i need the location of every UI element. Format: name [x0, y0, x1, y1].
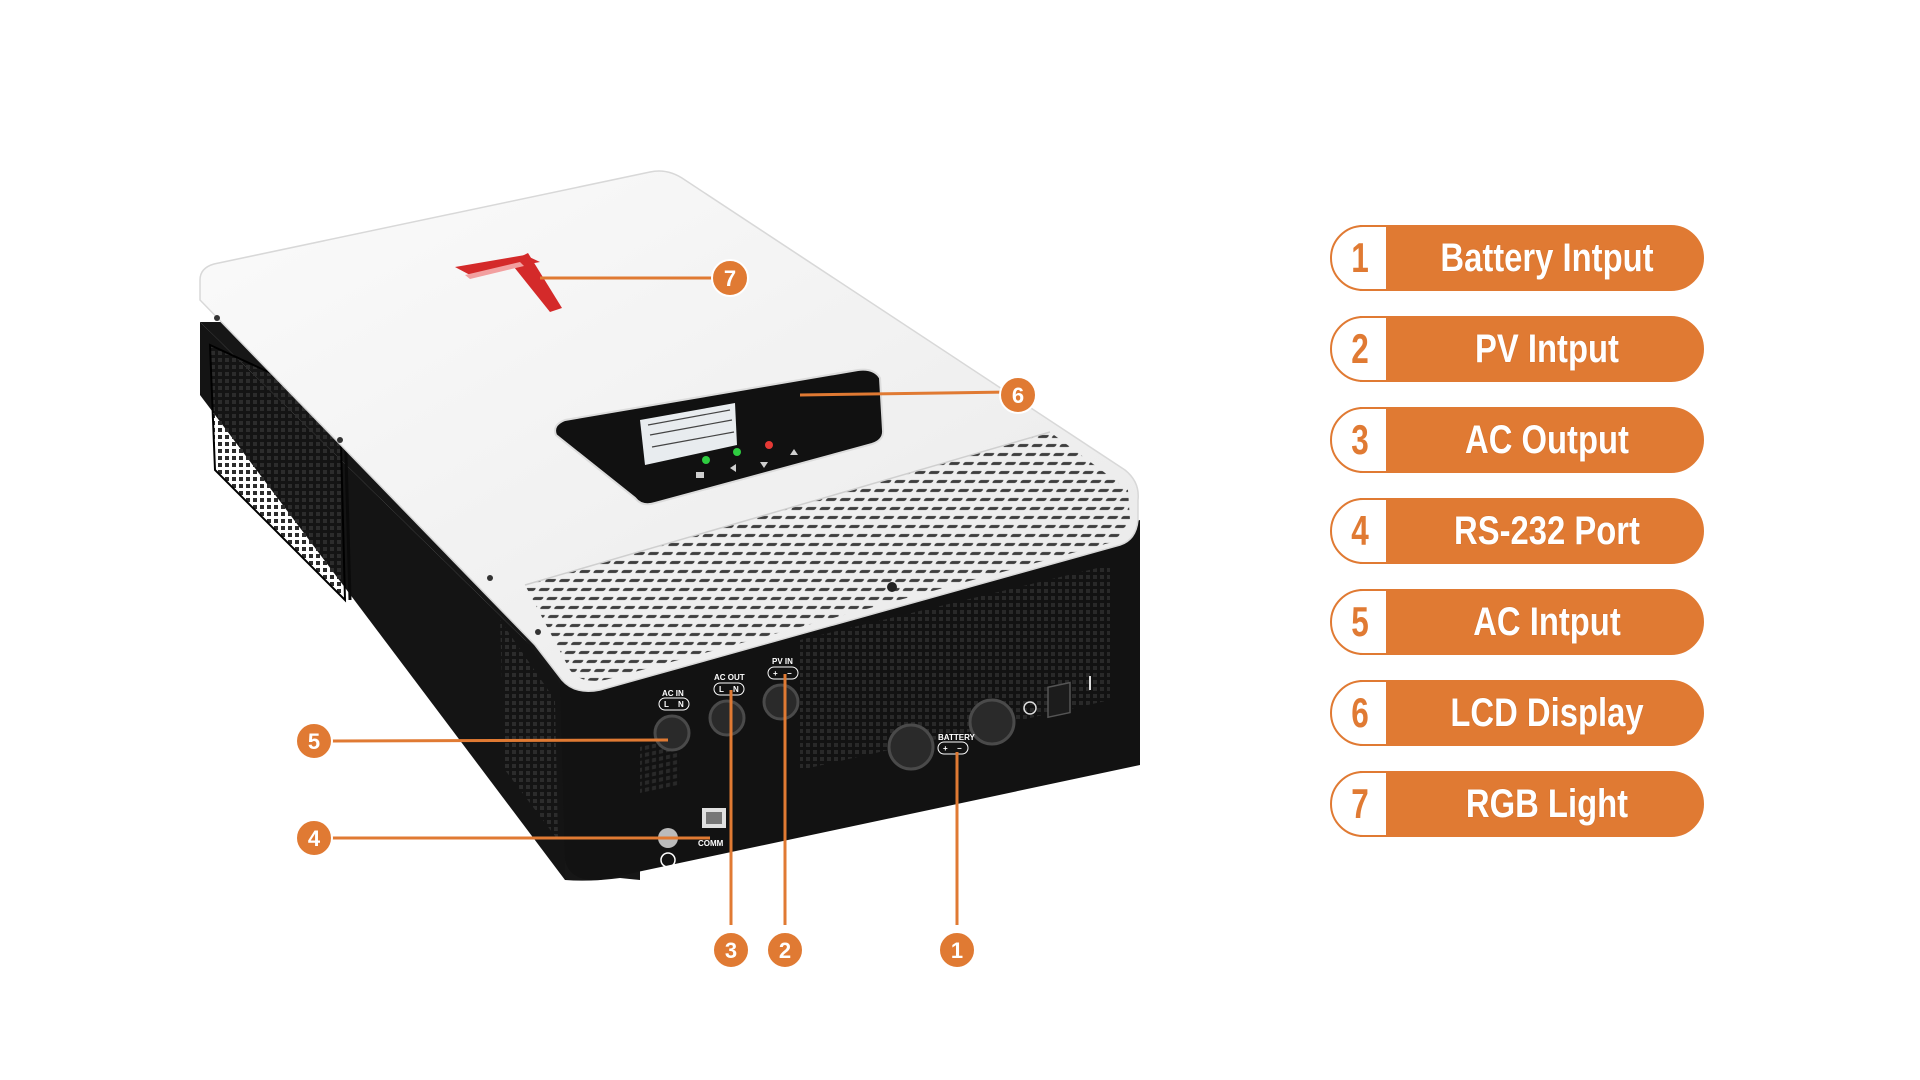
legend-number: 1 [1351, 234, 1369, 281]
legend-number: 2 [1351, 325, 1369, 372]
svg-text:N: N [678, 700, 684, 709]
svg-text:−: − [787, 669, 792, 678]
svg-text:PV IN: PV IN [772, 657, 793, 666]
lcd-display [554, 368, 885, 506]
legend-label: AC Intput [1473, 600, 1621, 644]
legend-item-rgb-light: 7 RGB Light [1330, 771, 1710, 841]
callout-marker-7: 7 [711, 259, 749, 297]
led-green-1 [702, 456, 710, 464]
led-green-2 [733, 448, 741, 456]
svg-text:7: 7 [724, 266, 736, 291]
pv-in-port: PV IN + − [762, 657, 800, 721]
callout-marker-6: 6 [999, 376, 1037, 414]
legend-item-pv-input: 2 PV Intput [1330, 316, 1710, 386]
legend-number: 5 [1351, 598, 1369, 645]
svg-text:6: 6 [1012, 383, 1024, 408]
callouts [331, 276, 1011, 925]
legend-number: 7 [1351, 780, 1369, 827]
legend-label: RGB Light [1465, 782, 1629, 826]
legend-item-battery-input: 1 Battery Intput [1330, 225, 1710, 295]
svg-text:COMM: COMM [698, 839, 724, 848]
legend-item-ac-output: 3 AC Output [1330, 407, 1710, 477]
legend-item-rs232-port: 4 RS-232 Port [1330, 498, 1710, 568]
callout-marker-1: 1 [938, 931, 976, 969]
svg-text:3: 3 [725, 938, 737, 963]
svg-text:N: N [733, 685, 739, 694]
legend-label: PV Intput [1475, 327, 1619, 371]
legend: 1 Battery Intput 2 PV Intput 3 AC Output… [1330, 225, 1710, 862]
rgb-logo [455, 253, 562, 312]
svg-text:BATTERY: BATTERY [938, 733, 976, 742]
legend-item-lcd-display: 6 LCD Display [1330, 680, 1710, 750]
svg-text:+: + [943, 744, 948, 753]
callout-marker-2: 2 [766, 931, 804, 969]
svg-text:+: + [773, 669, 778, 678]
svg-text:AC OUT: AC OUT [714, 673, 745, 682]
ac-out-port: AC OUT L N [708, 673, 746, 737]
top-vent-grille [525, 432, 1130, 681]
power-switch [1023, 676, 1091, 719]
svg-text:L: L [719, 685, 724, 694]
led-red [765, 441, 773, 449]
callout-marker-3: 3 [712, 931, 750, 969]
legend-item-ac-input: 5 AC Intput [1330, 589, 1710, 659]
battery-port: BATTERY + − [887, 698, 1016, 771]
callout-marker-4: 4 [295, 819, 333, 857]
legend-label: Battery Intput [1440, 236, 1654, 280]
svg-text:L: L [664, 700, 669, 709]
svg-text:1: 1 [951, 938, 963, 963]
svg-text:5: 5 [308, 729, 320, 754]
svg-text:−: − [957, 744, 962, 753]
legend-label: LCD Display [1450, 691, 1644, 735]
svg-text:AC IN: AC IN [662, 689, 684, 698]
svg-text:4: 4 [308, 826, 321, 851]
legend-number: 6 [1351, 689, 1369, 736]
legend-label: AC Output [1465, 418, 1629, 462]
legend-label: RS-232 Port [1454, 509, 1640, 553]
legend-number: 3 [1351, 416, 1369, 463]
callout-marker-5: 5 [295, 722, 333, 760]
svg-text:2: 2 [779, 938, 791, 963]
legend-number: 4 [1351, 507, 1369, 554]
